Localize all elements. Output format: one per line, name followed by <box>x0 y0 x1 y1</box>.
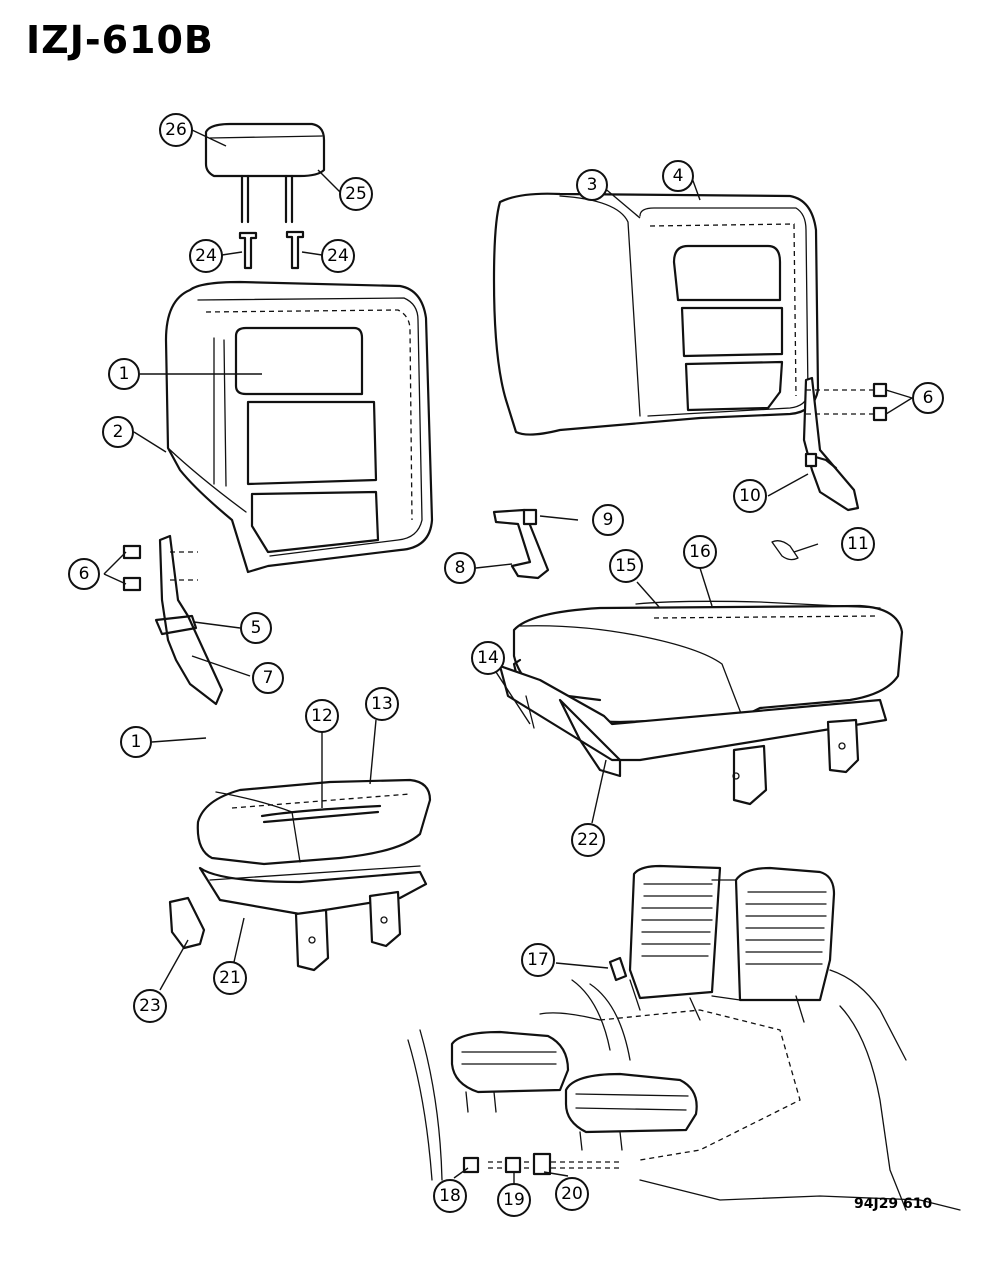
svg-text:5: 5 <box>251 618 262 638</box>
svg-text:8: 8 <box>455 558 466 578</box>
svg-text:18: 18 <box>439 1186 461 1206</box>
svg-text:11: 11 <box>847 534 869 554</box>
svg-text:20: 20 <box>561 1184 583 1204</box>
headrest-drawing <box>204 122 326 270</box>
right-seat-cushion-drawing <box>498 600 904 806</box>
callout-19: 19 <box>497 1183 531 1217</box>
page-title: IZJ-610B <box>26 18 214 62</box>
svg-text:16: 16 <box>689 542 711 562</box>
svg-text:4: 4 <box>673 166 684 186</box>
callout-25: 25 <box>339 177 373 211</box>
leader-lines <box>103 129 913 1184</box>
callout-8: 8 <box>444 552 476 584</box>
svg-text:15: 15 <box>615 556 637 576</box>
svg-text:6: 6 <box>79 564 90 584</box>
callout-23: 23 <box>133 989 167 1023</box>
callout-16: 16 <box>683 535 717 569</box>
callout-12: 12 <box>305 699 339 733</box>
callout-24-right: 24 <box>321 239 355 273</box>
svg-text:3: 3 <box>587 175 598 195</box>
svg-text:24: 24 <box>327 246 349 266</box>
callout-18: 18 <box>433 1179 467 1213</box>
svg-text:25: 25 <box>345 184 367 204</box>
svg-text:1: 1 <box>119 364 130 384</box>
callout-5: 5 <box>240 612 272 644</box>
callout-13: 13 <box>365 687 399 721</box>
svg-text:13: 13 <box>371 694 393 714</box>
callout-1-cushion: 1 <box>120 726 152 758</box>
callout-24-left: 24 <box>189 239 223 273</box>
diagram-code: 94J29 610 <box>854 1196 933 1212</box>
left-seat-cushion-drawing <box>196 778 432 972</box>
svg-text:23: 23 <box>139 996 161 1016</box>
svg-text:9: 9 <box>603 510 614 530</box>
callout-9: 9 <box>592 504 624 536</box>
callout-14: 14 <box>471 641 505 675</box>
callout-11: 11 <box>841 527 875 561</box>
callout-15: 15 <box>609 549 643 583</box>
right-seat-back-drawing <box>492 192 820 436</box>
left-seat-back-drawing <box>164 280 434 574</box>
svg-text:22: 22 <box>577 830 599 850</box>
svg-text:24: 24 <box>195 246 217 266</box>
callout-2: 2 <box>102 416 134 448</box>
callout-20: 20 <box>555 1177 589 1211</box>
svg-text:10: 10 <box>739 486 761 506</box>
svg-text:14: 14 <box>477 648 499 668</box>
svg-text:1: 1 <box>131 732 142 752</box>
callout-4: 4 <box>662 160 694 192</box>
callout-6-left: 6 <box>68 558 100 590</box>
callout-10: 10 <box>733 479 767 513</box>
mounting-bracket-drawing <box>168 896 206 950</box>
callout-1-back: 1 <box>108 358 140 390</box>
left-hinge-bracket-drawing <box>122 534 224 706</box>
svg-text:26: 26 <box>165 120 187 140</box>
svg-text:17: 17 <box>527 950 549 970</box>
callout-7: 7 <box>252 662 284 694</box>
callout-17: 17 <box>521 943 555 977</box>
callout-21: 21 <box>213 961 247 995</box>
callout-22: 22 <box>571 823 605 857</box>
right-hinge-bracket-drawing <box>802 376 888 512</box>
svg-text:19: 19 <box>503 1190 525 1210</box>
svg-text:7: 7 <box>263 668 274 688</box>
callout-3: 3 <box>576 169 608 201</box>
clip-drawing <box>771 540 799 561</box>
vehicle-interior-drawing <box>407 864 961 1211</box>
callout-26: 26 <box>159 113 193 147</box>
svg-text:21: 21 <box>219 968 241 988</box>
seat-bracket-drawing <box>492 508 550 580</box>
callout-6-right: 6 <box>912 382 944 414</box>
svg-text:12: 12 <box>311 706 333 726</box>
svg-text:6: 6 <box>923 388 934 408</box>
svg-text:2: 2 <box>113 422 124 442</box>
